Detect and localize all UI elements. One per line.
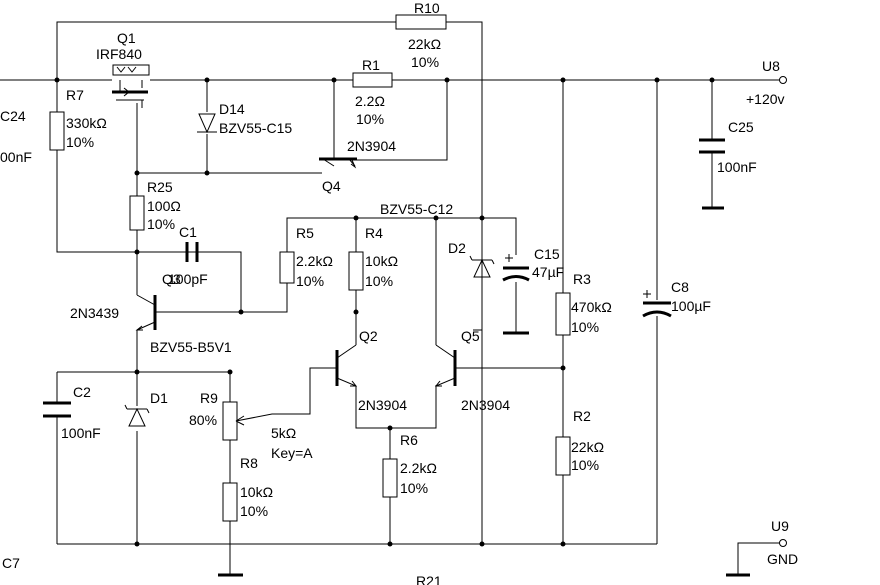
d2-label: D2 bbox=[448, 240, 466, 256]
u8-label: U8 bbox=[762, 58, 780, 74]
q4-part: 2N3904 bbox=[347, 138, 396, 154]
r3-label: R3 bbox=[573, 271, 591, 287]
r1-label: R1 bbox=[362, 57, 380, 73]
u8-terminal bbox=[779, 76, 787, 84]
u9-terminal bbox=[779, 539, 787, 547]
r3-value: 470kΩ bbox=[571, 299, 612, 315]
c15-value: 47µF bbox=[532, 264, 564, 280]
c15-capacitor-icon bbox=[502, 254, 530, 282]
r9-potentiometer-icon bbox=[222, 401, 245, 441]
c8-capacitor-icon bbox=[642, 290, 672, 318]
r9-label: R9 bbox=[200, 390, 218, 406]
d1-part: BZV55-B5V1 bbox=[150, 339, 232, 355]
q4-label: Q4 bbox=[322, 178, 341, 194]
c2-label: C2 bbox=[73, 384, 91, 400]
r5-label: R5 bbox=[296, 225, 314, 241]
r2-tolerance: 10% bbox=[571, 457, 599, 473]
d14-zener-icon bbox=[197, 113, 217, 134]
r21-label: R21 bbox=[416, 573, 442, 585]
q1-part: IRF840 bbox=[96, 46, 142, 62]
r25-value: 100Ω bbox=[147, 198, 181, 214]
q3-part: 2N3439 bbox=[70, 305, 119, 321]
q5-part: 2N3904 bbox=[461, 397, 510, 413]
c25-value: 100nF bbox=[717, 159, 757, 175]
component-labels: R10 22kΩ 10% Q1 IRF840 R1 2.2Ω 10% U8 +1… bbox=[0, 0, 798, 585]
d1-zener-icon bbox=[124, 404, 150, 427]
r4-tolerance: 10% bbox=[365, 273, 393, 289]
q3-overlap-label: Q3 bbox=[162, 271, 181, 287]
r9-key: Key=A bbox=[271, 445, 313, 461]
c1-value: 100pF bbox=[168, 271, 208, 287]
r5-value: 2.2kΩ bbox=[296, 253, 333, 269]
q1-label: Q1 bbox=[117, 30, 136, 46]
r8-resistor bbox=[222, 482, 238, 522]
r10-label: R10 bbox=[414, 0, 440, 16]
r9-value: 5kΩ bbox=[271, 425, 296, 441]
q4-transistor-icon bbox=[319, 157, 357, 169]
r10-tolerance: 10% bbox=[411, 54, 439, 70]
u9-label: U9 bbox=[771, 518, 789, 534]
q3-transistor-icon bbox=[135, 294, 157, 331]
r1-tolerance: 10% bbox=[356, 111, 384, 127]
c2-value: 100nF bbox=[61, 425, 101, 441]
c2-capacitor-icon bbox=[43, 401, 71, 418]
r2-resistor bbox=[555, 436, 571, 476]
r2-label: R2 bbox=[573, 408, 591, 424]
r25-label: R25 bbox=[147, 179, 173, 195]
r8-tolerance: 10% bbox=[240, 503, 268, 519]
r3-resistor bbox=[555, 292, 571, 336]
r10-resistor bbox=[395, 14, 447, 30]
r6-resistor bbox=[382, 458, 398, 498]
r4-value: 10kΩ bbox=[365, 253, 398, 269]
c8-label: C8 bbox=[671, 279, 689, 295]
c1-label: C1 bbox=[179, 224, 197, 240]
r2-value: 22kΩ bbox=[571, 439, 604, 455]
r5-tolerance: 10% bbox=[296, 273, 324, 289]
q1-mosfet-icon bbox=[112, 64, 150, 101]
r10-value: 22kΩ bbox=[408, 36, 441, 52]
r6-label: R6 bbox=[400, 432, 418, 448]
r8-label: R8 bbox=[240, 455, 258, 471]
r8-value: 10kΩ bbox=[240, 484, 273, 500]
d14-label: D14 bbox=[219, 101, 245, 117]
r4-label: R4 bbox=[365, 225, 383, 241]
r6-tolerance: 10% bbox=[400, 480, 428, 496]
c7-label: C7 bbox=[2, 555, 20, 571]
junction-dots bbox=[54, 77, 715, 547]
c1-capacitor-icon bbox=[185, 242, 199, 262]
q2-transistor-icon bbox=[335, 344, 358, 387]
r3-tolerance: 10% bbox=[571, 319, 599, 335]
c24-value: 00nF bbox=[0, 149, 32, 165]
d12-part: BZV55-C12 bbox=[380, 201, 453, 217]
r1-value: 2.2Ω bbox=[355, 93, 385, 109]
u8-value: +120v bbox=[746, 91, 785, 107]
r25-tolerance: 10% bbox=[147, 216, 175, 232]
c24-label: C24 bbox=[0, 108, 26, 124]
r7-tolerance: 10% bbox=[66, 134, 94, 150]
r7-value: 330kΩ bbox=[66, 115, 107, 131]
r4-resistor bbox=[348, 251, 364, 291]
r5-resistor bbox=[279, 251, 295, 284]
d1-label: D1 bbox=[150, 390, 168, 406]
r25-resistor bbox=[129, 195, 145, 231]
c8-value: 100µF bbox=[671, 298, 711, 314]
c15-label: C15 bbox=[534, 246, 560, 262]
q2-part: 2N3904 bbox=[358, 397, 407, 413]
r7-resistor bbox=[49, 111, 65, 151]
q5-label: Q5 bbox=[461, 328, 480, 344]
c25-label: C25 bbox=[728, 119, 754, 135]
d2-zener-icon bbox=[469, 255, 495, 278]
r6-value: 2.2kΩ bbox=[400, 460, 437, 476]
u9-value: GND bbox=[767, 551, 798, 567]
d14-part: BZV55-C15 bbox=[219, 120, 292, 136]
r1-resistor bbox=[352, 72, 393, 88]
q5-transistor-icon bbox=[434, 344, 457, 387]
r7-label: R7 bbox=[66, 87, 84, 103]
q2-label: Q2 bbox=[359, 328, 378, 344]
wires bbox=[0, 21, 780, 574]
c25-capacitor-icon bbox=[699, 138, 725, 210]
r9-position: 80% bbox=[189, 412, 217, 428]
